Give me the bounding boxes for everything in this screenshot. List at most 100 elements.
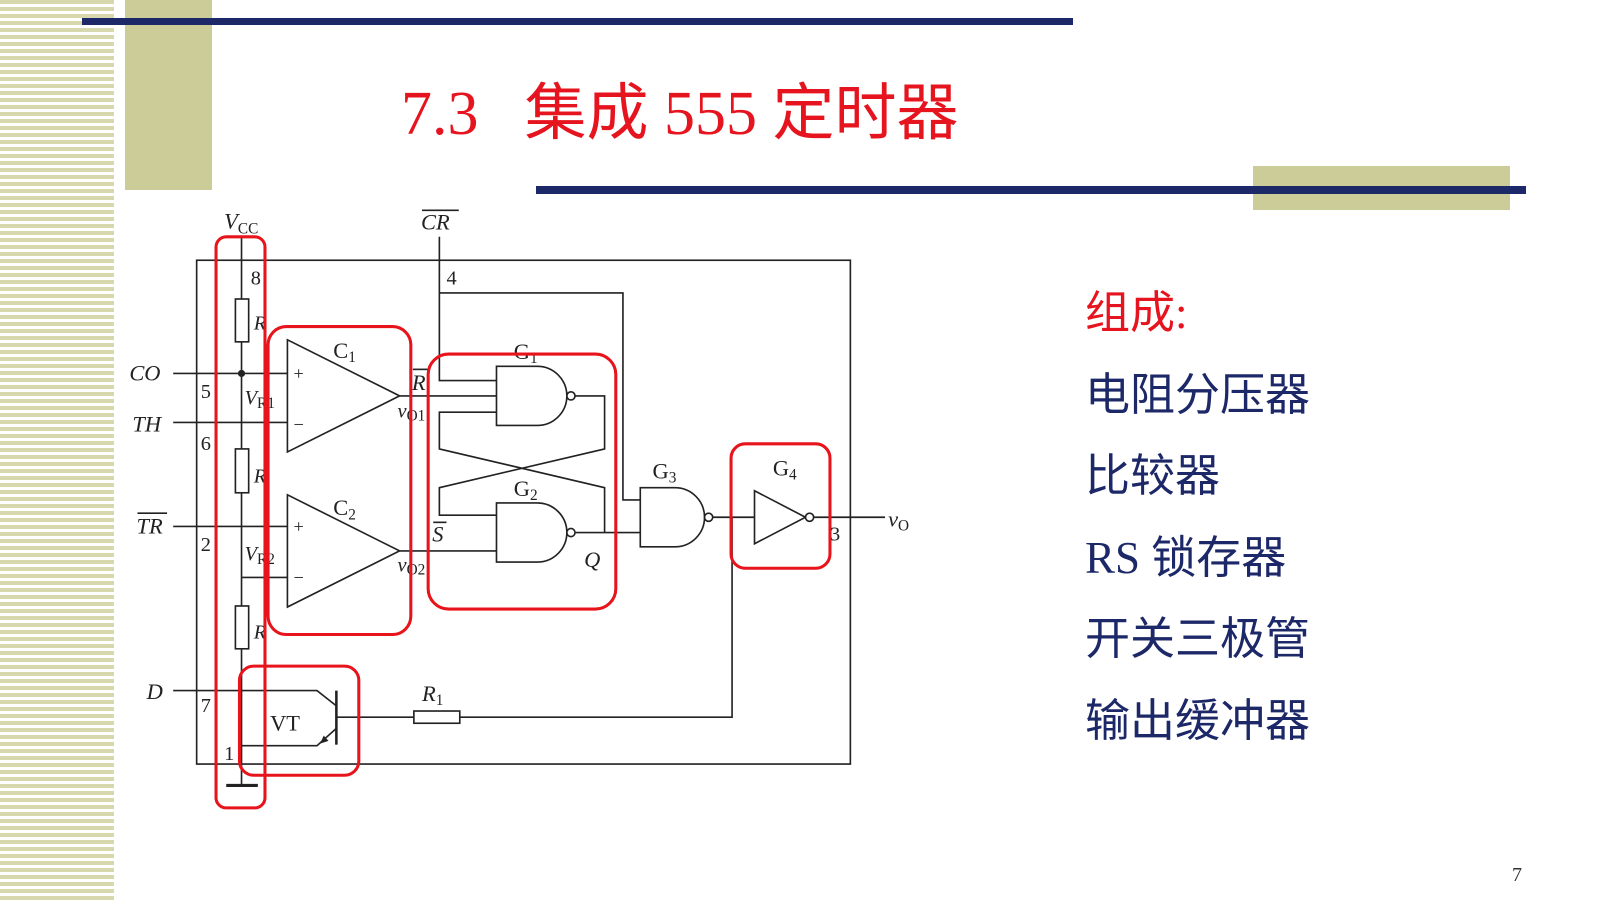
g4-label-main: G	[773, 455, 789, 480]
slide-title: 7.3 集成 555 定时器	[401, 83, 959, 145]
vr2-label: VR2	[245, 543, 275, 568]
divider-resistor-bottom	[234, 605, 250, 650]
output-label: vO	[888, 506, 909, 534]
feedback-to-base-wire	[459, 517, 733, 718]
c1-label-sub: 1	[348, 349, 356, 366]
pin-3-label: 3	[830, 524, 840, 546]
comparator-highlight-box	[266, 325, 413, 637]
r1-label-sub: 1	[436, 692, 444, 709]
d-collector-wire	[173, 689, 337, 707]
g2-label-main: G	[514, 476, 530, 501]
g2-cross-wire	[438, 411, 606, 533]
composition-item-latch: RS 锁存器	[1085, 532, 1287, 583]
pin-2-label: 2	[201, 534, 211, 556]
co-junction-dot	[237, 369, 246, 378]
title-text: 集成 555 定时器	[524, 80, 959, 148]
divider-resistor-top	[234, 298, 250, 343]
emitter-wire	[241, 727, 337, 747]
title-underline-rule	[536, 186, 1526, 194]
nand-gate-g3	[639, 486, 706, 548]
vr1-label-main: V	[245, 387, 260, 409]
g4-label: G4	[773, 455, 797, 483]
cr-wire	[438, 236, 497, 382]
g3-output-bubble	[703, 512, 714, 523]
chip-outline	[195, 259, 852, 765]
composition-item-transistor: 开关三极管	[1085, 614, 1311, 665]
cr-label: CR	[421, 210, 450, 235]
resistors	[234, 298, 461, 725]
nand-gate-g2	[495, 502, 568, 563]
inverter-g4	[753, 489, 808, 546]
r1-label-main: R	[421, 681, 436, 706]
cr-to-g3-wire	[439, 292, 641, 501]
g1-output-bubble	[566, 390, 576, 401]
vr2-label-main: V	[245, 543, 260, 565]
pin-7-label: 7	[201, 695, 211, 717]
section-number: 7.3	[401, 80, 479, 148]
pin-6-label: 6	[201, 433, 211, 455]
c1-output-label-main: v	[398, 400, 408, 422]
c2-minus-sign: −	[294, 568, 304, 588]
divider-resistor-bottom-label: R	[253, 622, 267, 644]
nand-gate-g1	[495, 365, 568, 427]
composition-item-comparator: 比较器	[1085, 451, 1221, 502]
buffer-highlight-box	[729, 442, 832, 570]
circuit-labels: VCC CR 8 4 5 6 2 7 1 3 CO TH TR D R R R …	[129, 209, 909, 765]
g1-label-sub: 1	[530, 350, 538, 367]
latch-highlight-box	[426, 352, 618, 611]
c2-plus-sign: +	[294, 517, 304, 537]
g3-label-sub: 3	[669, 470, 677, 487]
composition-item-buffer: 输出缓冲器	[1085, 695, 1311, 746]
pin-5-label: 5	[201, 381, 211, 403]
emitter-arrow	[320, 735, 329, 744]
r1-label: R1	[421, 681, 443, 709]
g2-label-sub: 2	[530, 487, 538, 504]
comparator-c1	[286, 338, 402, 454]
vcc-label: VCC	[224, 209, 258, 238]
g3-label: G3	[653, 458, 677, 486]
comparator-c2	[286, 493, 402, 609]
composition-heading: 组成:	[1085, 288, 1188, 338]
c1-label-main: C	[333, 338, 348, 363]
output-label-main: v	[888, 506, 898, 531]
d-label: D	[146, 679, 163, 704]
g1-label-main: G	[514, 339, 530, 364]
g1-label: G1	[514, 339, 538, 367]
circuit-diagram: VCC CR 8 4 5 6 2 7 1 3 CO TH TR D R R R …	[129, 209, 909, 810]
c2-label-sub: 2	[348, 506, 356, 523]
pin-8-label: 8	[251, 268, 261, 290]
vr1-label: VR1	[245, 387, 275, 412]
top-rule	[82, 18, 1073, 25]
g4-output-bubble	[804, 512, 815, 523]
g3-label-main: G	[653, 458, 669, 483]
divider-resistor-middle	[234, 448, 250, 494]
th-label: TH	[132, 412, 162, 437]
composition-list: 组成: 电阻分压器 比较器 RS 锁存器 开关三极管 输出缓冲器	[1085, 273, 1505, 763]
co-label: CO	[129, 361, 160, 386]
left-stripe-decoration	[0, 0, 114, 900]
c2-label: C2	[333, 495, 356, 523]
transistor-highlight-box	[237, 664, 361, 777]
g4-label-sub: 4	[789, 467, 797, 484]
c2-output-label-main: v	[398, 554, 408, 576]
composition-item-divider: 电阻分压器	[1085, 369, 1311, 420]
vcc-label-sub: CC	[238, 221, 258, 238]
latch-r-label: R	[411, 370, 426, 395]
c1-label: C1	[333, 338, 356, 366]
g2-output-bubble	[566, 527, 576, 538]
overlines	[137, 209, 459, 524]
g2-label: G2	[514, 476, 538, 504]
transistor-label: VT	[270, 710, 300, 735]
top-left-accent-block	[125, 0, 212, 190]
comparators	[286, 338, 402, 609]
tr-label: TR	[136, 514, 162, 539]
latch-s-label: S	[432, 522, 443, 547]
pin-1-label: 1	[224, 743, 234, 765]
highlight-boxes	[214, 235, 832, 810]
divider-resistor-top-label: R	[253, 313, 267, 335]
divider-resistor-middle-label: R	[253, 466, 267, 488]
vcc-label-main: V	[224, 209, 240, 234]
c2-label-main: C	[333, 495, 348, 520]
page-number: 7	[1512, 864, 1522, 886]
c1-minus-sign: −	[294, 415, 304, 435]
